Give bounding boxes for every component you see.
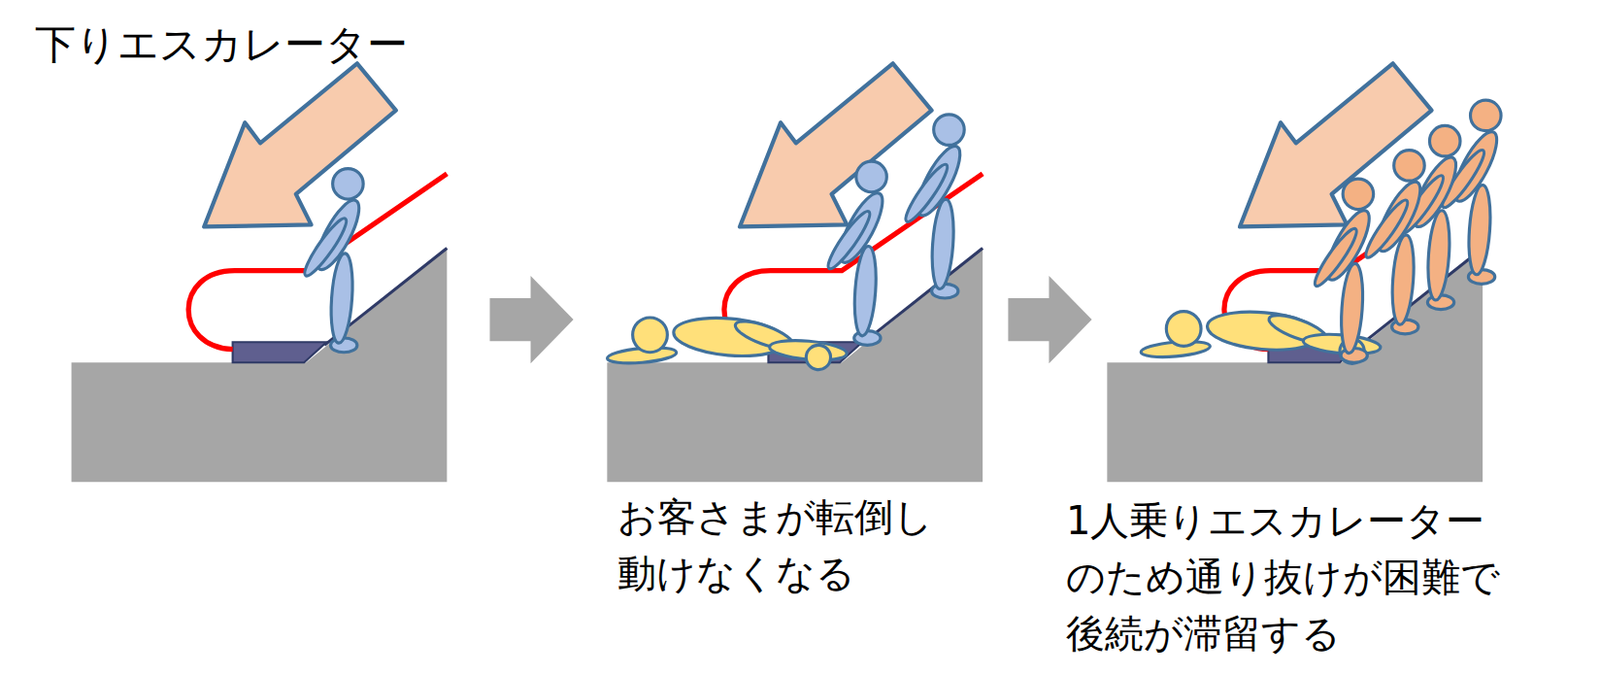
person [1466,184,1493,276]
person [1389,233,1416,326]
person [852,245,879,337]
fallen-person [633,317,668,353]
person [933,114,966,146]
panel [1106,63,1504,482]
fallen-person [800,339,836,375]
step-arrow [1007,275,1092,364]
text-line: 動けなくなる [617,544,934,601]
person [1425,209,1452,301]
caption-label: 1人乗りエスカレーターのため通り抜けが困難で後続が滞留する [1066,492,1500,662]
escalator-slope [1360,248,1483,346]
text-line: のため通り抜けが困難で [1066,548,1500,605]
person [1309,225,1362,291]
text-line: 1人乗りエスカレーター [1066,492,1500,549]
direction-arrow [739,63,933,227]
person [1342,178,1374,210]
person [1338,263,1366,355]
text-line: 後続が滞留する [1066,604,1500,662]
person [823,207,875,273]
person [333,168,365,200]
escalator-slope [860,248,983,346]
step-arrow [489,275,573,364]
direction-arrow [203,63,397,227]
person [1429,125,1461,157]
fallen-person [1166,311,1201,347]
panel [606,63,983,482]
text-line: 下りエスカレーター [34,19,408,70]
person [929,198,956,290]
title: 下りエスカレーター [34,19,408,70]
escalator-slope [324,248,447,346]
landing-plate [233,341,328,363]
person [856,161,888,193]
caption-label: お客さまが転倒し動けなくなる [617,488,934,601]
ground [606,248,983,483]
panel [71,63,448,482]
person [1394,150,1426,182]
person [328,252,355,344]
ground [71,248,448,483]
text-line: お客さまが転倒し [617,488,934,545]
person [300,214,352,280]
person [900,160,953,226]
person [1470,100,1502,132]
ground [1106,248,1483,483]
